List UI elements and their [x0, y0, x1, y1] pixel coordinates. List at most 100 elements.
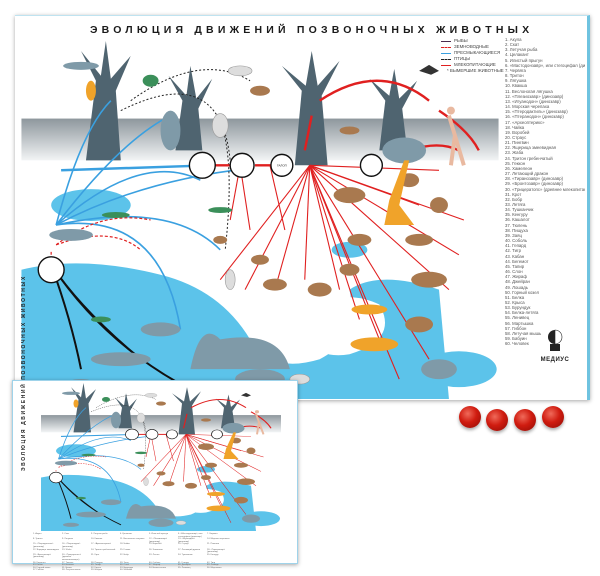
- red-magnet: [542, 406, 564, 428]
- species-item: 23. Жаба: [505, 150, 524, 156]
- small-species-item: 55. Ленивец: [178, 566, 191, 569]
- small-species-item: 22. Ящерица змеевидная: [33, 548, 59, 551]
- red-magnet: [486, 409, 508, 431]
- species-item: 40. Соболь: [505, 238, 528, 244]
- small-species-item: 7. Червяга: [207, 533, 218, 535]
- species-item: 10. Квакша: [505, 83, 528, 89]
- legend-note: * ВЫМЕРШИЕ ЖИВОТНЫЕ: [447, 68, 504, 73]
- small-species-item: 36. Кашалот: [33, 561, 46, 564]
- red-magnet: [514, 409, 536, 431]
- small-species-item: 20. Страус: [178, 543, 189, 546]
- small-species-item: 51. Белка: [62, 566, 72, 569]
- small-species-item: 56. Мартышка: [207, 566, 222, 569]
- small-species-item: 41. Гепард: [178, 561, 189, 564]
- small-poster-title: ЭВОЛЮЦИЯ ДВИЖЕНИЙ ПОЗВОНОЧНЫХ ЖИВОТНЫХ: [21, 275, 27, 471]
- species-item: 56. Мартышка: [505, 320, 534, 326]
- small-species-item: 54. Белка-летяга: [149, 566, 167, 569]
- legend: РЫБЫ ЗЕМНОВОДНЫЕ ПРЕСМЫКАЮЩИЕСЯ ПТИЦЫ МЛ…: [441, 38, 504, 74]
- species-item: 38. Пищуха: [505, 227, 528, 233]
- evolution-illustration-small: [41, 383, 281, 531]
- small-species-item: 25. Геккон: [120, 548, 131, 551]
- small-species-item: 19. Воробей: [149, 543, 162, 546]
- small-species-item: 42. Тигр: [207, 561, 216, 564]
- small-species-item: 4. Целакант: [120, 533, 133, 535]
- small-species-item: 13. «Игуанодон» (динозавр): [178, 538, 195, 543]
- small-species-item: 60. Человек: [120, 569, 133, 572]
- species-item: 11. Веслоногая лягушка: [505, 88, 553, 94]
- small-poster: ЭВОЛЮЦИЯ ДВИЖЕНИЙ ПОЗВОНОЧНЫХ ЖИВОТНЫХ 1…: [12, 275, 298, 571]
- node-gallop-label: ГАЛОП: [277, 163, 287, 167]
- small-species-item: 27. Летающий дракон: [178, 548, 201, 551]
- species-item: 33. Летяга: [505, 202, 526, 207]
- species-item: 7. Червяга: [505, 67, 526, 73]
- legend-item-fish: РЫБЫ: [441, 38, 504, 44]
- small-species-item: 35. Кенгуру: [207, 553, 219, 556]
- small-species-item: 8. Тритон: [33, 538, 43, 541]
- species-item: 19. Воробей: [505, 129, 530, 135]
- legend-item-reptiles: ПРЕСМЫКАЮЩИЕСЯ: [441, 50, 504, 56]
- species-item: 5. Илистый прыгун: [505, 57, 543, 63]
- small-species-item: 34. Тушканчик: [178, 553, 193, 556]
- species-item: 9. Лягушка: [505, 78, 527, 84]
- species-item: 32. Бобр: [505, 196, 523, 202]
- species-item: 37. Тюлень: [505, 222, 528, 228]
- species-item: 44. Бегемот: [505, 258, 529, 264]
- small-species-item: 46. Слон: [120, 564, 129, 567]
- medius-logo-icon: [548, 329, 563, 351]
- species-item: 59. Бабуин: [505, 336, 527, 342]
- species-item: 4. Целакант: [505, 52, 529, 58]
- species-item: 12. «Плезиозавр» (динозавр): [505, 93, 564, 99]
- species-item: 46. Слон: [505, 269, 523, 275]
- small-species-item: 1. Акула: [33, 533, 42, 535]
- small-species-item: 16. «Птеранодон» (динозавр): [62, 543, 81, 548]
- species-item: 6. «Мастодонзавр», или стегоцефал (диноз…: [505, 62, 585, 68]
- species-item: 22. Ящерица змеевидная: [505, 145, 556, 151]
- small-species-item: 59. Бабуин: [91, 569, 103, 572]
- species-item: 1. Акула: [505, 37, 522, 42]
- small-species-item: 23. Жаба: [62, 548, 72, 551]
- species-item: 36. Кашалот: [505, 217, 530, 223]
- small-species-item: 15. «Птеродактиль» (динозавр): [33, 543, 54, 548]
- species-item: 31. Крот: [505, 191, 522, 197]
- small-species-item: 53. Бурундук: [120, 566, 133, 569]
- small-species-item: 30. «Трицератопс» (древнее млекопитающее…: [62, 553, 82, 561]
- species-item: 16. «Птеранодон» (динозавр): [505, 114, 564, 120]
- species-item: 21. Пингвин: [505, 140, 529, 146]
- small-species-item: 26. Хамелеон: [149, 548, 163, 551]
- legend-item-mammals: МЛЕКОПИТАЮЩИЕ: [441, 62, 504, 68]
- evolution-illustration: ГАЛОП: [20, 41, 500, 399]
- brand-name: МЕДИУС: [540, 357, 570, 363]
- species-item: 28. «Тиранозавр» (динозавр): [505, 176, 564, 182]
- species-item: 8. Тритон: [505, 73, 524, 79]
- species-item: 58. Летучая мышь: [505, 330, 542, 336]
- legend-item-birds: ПТИЦЫ: [441, 56, 504, 62]
- species-item: 14. Морская черепаха: [505, 104, 550, 110]
- small-species-item: 52. Крыса: [91, 566, 102, 569]
- small-species-item: 40. Соболь: [149, 561, 161, 564]
- main-poster: ГАЛОП ЭВОЛЮЦИЯ ДВИЖЕНИЙ ПОЗВОНОЧНЫХ ЖИВО…: [15, 15, 590, 400]
- species-item: 52. Крыса: [505, 299, 525, 305]
- small-species-item: 9. Лягушка: [62, 538, 73, 541]
- small-species-item: 58. Летучая мышь: [62, 569, 81, 572]
- species-item: 17. «Археоптерикс»: [505, 119, 545, 125]
- species-item: 50. Горный козел: [505, 289, 539, 295]
- species-item: 48. Джейран: [505, 279, 530, 285]
- small-species-item: 32. Бобр: [120, 553, 129, 556]
- species-item: 30. «Трицератопс» (древнее млекопитающее…: [505, 186, 585, 192]
- small-species-item: 14. Морская черепаха: [207, 538, 230, 541]
- small-species-item: 33. Летяга: [149, 553, 160, 556]
- small-species-item: 39. Заяц: [120, 561, 129, 564]
- publisher-logo: МЕДИУС: [530, 328, 580, 363]
- species-item: 35. Кенгуру: [505, 212, 528, 218]
- small-species-item: 43. Кабан: [33, 564, 43, 567]
- species-item: 54. Белка-летяга: [505, 310, 539, 316]
- small-species-item: 17. «Археоптерикс»: [91, 543, 112, 546]
- small-species-item: 24. Тритон гребенчатый: [91, 548, 116, 551]
- small-species-item: 48. Джейран: [178, 564, 191, 567]
- small-species-item: 6. «Мастодонзавр», или стегоцефал (диноз…: [178, 533, 203, 538]
- species-item: 26. Хамелеон: [505, 165, 533, 171]
- red-magnet: [459, 406, 481, 428]
- small-species-item: 10. Квакша: [91, 538, 103, 541]
- species-item: 24. Тритон гребенчатый: [505, 155, 553, 161]
